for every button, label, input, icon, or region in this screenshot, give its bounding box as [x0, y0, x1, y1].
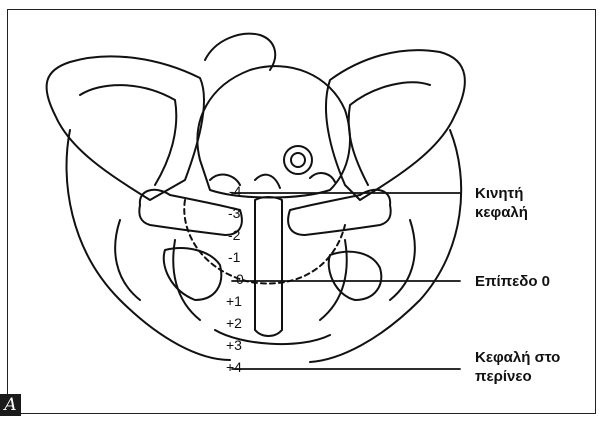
station-tick: +1 [226, 294, 242, 308]
obturator-right [329, 252, 382, 300]
station-tick: -2 [228, 228, 240, 242]
panel-letter-badge: A [0, 394, 21, 416]
station-tick: -3 [228, 206, 240, 220]
label-perineum-head-line2: περίνεο [475, 367, 532, 386]
station-tick: +4 [226, 360, 242, 374]
station-tick: +3 [226, 338, 242, 352]
left-iliac-wing [47, 56, 204, 200]
label-floating-head-line2: κεφαλή [475, 203, 528, 222]
station-tick: +2 [226, 316, 242, 330]
label-perineum-head-line1: Κεφαλή στο [475, 348, 560, 367]
sacrum [255, 197, 282, 336]
label-station-zero: Επίπεδο 0 [475, 272, 550, 291]
station-tick: -1 [228, 250, 240, 264]
label-floating-head-line1: Κινητή [475, 184, 523, 203]
station-tick: -4 [229, 184, 241, 198]
right-iliac-wing [326, 50, 465, 200]
station-tick: 0 [236, 272, 244, 286]
